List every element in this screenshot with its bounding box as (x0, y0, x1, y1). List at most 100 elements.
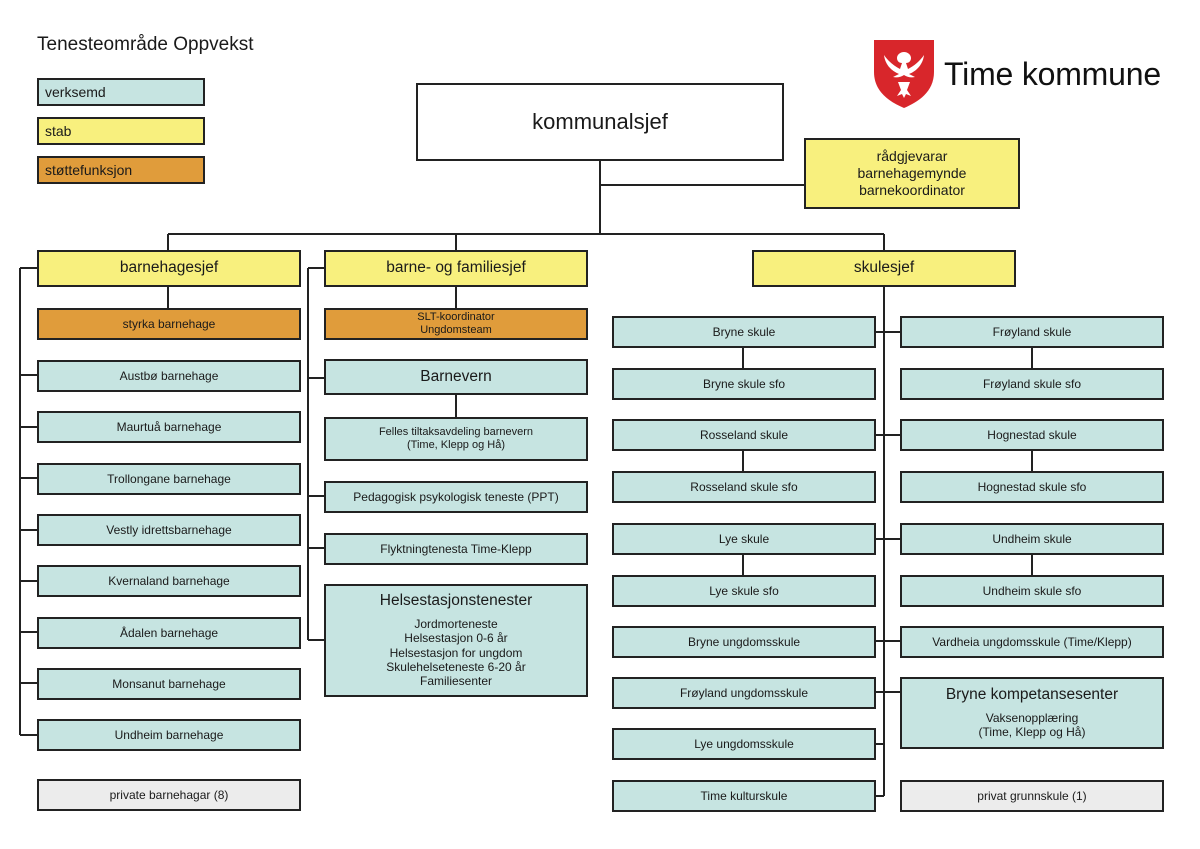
familiesjef-label: barne- og familiesjef (386, 259, 526, 277)
unit-label: Lye ungdomsskule (694, 736, 794, 751)
flyktning-label: Flyktningtenesta Time-Klepp (380, 541, 532, 556)
felles-line: Felles tiltaksavdeling barnevern (378, 425, 534, 438)
kindergarten-unit: Undheim barnehage (37, 719, 301, 751)
helsestasjon-item: Skulehelseteneste 6-20 år (386, 659, 526, 674)
school-unit: Undheim skule (900, 523, 1164, 555)
felles-line: (Time, Klepp og Hå) (406, 439, 506, 451)
unit-label: Lye skule sfo (709, 583, 779, 598)
school-unit: Frøyland ungdomsskule (612, 677, 876, 709)
barnevern-box: Barnevern (324, 359, 588, 395)
unit-label: Hognestad skule (987, 427, 1077, 442)
unit-label: Undheim barnehage (114, 727, 224, 742)
unit-label: Rosseland skule sfo (690, 479, 798, 494)
kindergarten-unit: Trollongane barnehage (37, 463, 301, 495)
school-unit: Frøyland skule (900, 316, 1164, 348)
unit-label: styrka barnehage (122, 316, 216, 331)
slt-box: SLT-koordinator Ungdomsteam (324, 308, 588, 340)
helsestasjon-item: Helsestasjon for ungdom (389, 645, 523, 660)
staff-line: barnehagemynde (857, 165, 967, 182)
barnehagesjef-box: barnehagesjef (37, 250, 301, 287)
kindergarten-unit: Monsanut barnehage (37, 668, 301, 700)
school-unit: Frøyland skule sfo (900, 368, 1164, 400)
school-unit: Lye ungdomsskule (612, 728, 876, 760)
school-unit: Bryne skule (612, 316, 876, 348)
kommunalsjef-label: kommunalsjef (532, 108, 668, 134)
kindergarten-unit: Ådalen barnehage (37, 617, 301, 649)
kompetansesenter-line: (Time, Klepp og Hå) (978, 725, 1086, 740)
brand: Time kommune (872, 38, 1161, 110)
unit-label: Undheim skule sfo (982, 583, 1082, 598)
school-unit: Rosseland skule (612, 419, 876, 451)
helsestasjon-item: Helsestasjon 0-6 år (404, 631, 508, 646)
unit-label: Vestly idrettsbarnehage (106, 522, 232, 537)
unit-label: Kvernaland barnehage (108, 573, 230, 588)
unit-label: Hognestad skule sfo (977, 479, 1087, 494)
helsestasjon-title: Helsestasjonstenester (379, 592, 533, 610)
staff-line: rådgjevarar (876, 148, 948, 165)
unit-label: Bryne ungdomsskule (687, 634, 801, 649)
helsestasjon-item: Familiesenter (419, 674, 493, 689)
helsestasjon-item: Jordmorteneste (414, 616, 498, 631)
barnehagesjef-label: barnehagesjef (119, 259, 219, 277)
staff-box: rådgjevarar barnehagemynde barnekoordina… (804, 138, 1020, 209)
unit-label: Frøyland ungdomsskule (679, 685, 809, 700)
slt-line: SLT-koordinator (417, 310, 495, 323)
unit-label: Bryne skule (712, 324, 776, 339)
unit-label: Lye skule (718, 531, 770, 546)
skulesjef-label: skulesjef (853, 259, 915, 277)
helsestasjon-box: Helsestasjonstenester Jordmorteneste Hel… (324, 584, 588, 697)
barnevern-label: Barnevern (420, 367, 492, 385)
legend-label: stab (45, 123, 72, 139)
kindergarten-unit: Kvernaland barnehage (37, 565, 301, 597)
unit-label: Frøyland skule (992, 324, 1072, 339)
private-school-box: privat grunnskule (1) (900, 780, 1164, 812)
unit-label: Monsanut barnehage (112, 676, 226, 691)
unit-label: Ådalen barnehage (119, 625, 219, 640)
school-unit: Vardheia ungdomsskule (Time/Klepp) (900, 626, 1164, 658)
ppt-box: Pedagogisk psykologisk teneste (PPT) (324, 481, 588, 513)
legend-item-stab: stab (37, 117, 205, 145)
unit-label: Maurtuå barnehage (116, 419, 222, 434)
flyktning-box: Flyktningtenesta Time-Klepp (324, 533, 588, 565)
slt-line: Ungdomsteam (420, 324, 492, 336)
school-unit: Bryne skule sfo (612, 368, 876, 400)
kompetansesenter-box: Bryne kompetansesenter Vaksenopplæring (… (900, 677, 1164, 749)
legend-item-stottefunksjon: støttefunksjon (37, 156, 205, 184)
styrka-barnehage-box: styrka barnehage (37, 308, 301, 340)
unit-label: Vardheia ungdomsskule (Time/Klepp) (932, 634, 1132, 649)
unit-label: Austbø barnehage (119, 368, 219, 383)
unit-label: Time kulturskule (700, 788, 788, 803)
unit-label: privat grunnskule (1) (977, 788, 1087, 803)
kindergarten-unit: Maurtuå barnehage (37, 411, 301, 443)
page-title: Tenesteområde Oppvekst (37, 34, 254, 55)
kompetansesenter-line: Vaksenopplæring (985, 710, 1079, 725)
legend-label: verksemd (45, 84, 106, 100)
skulesjef-box: skulesjef (752, 250, 1016, 287)
time-kommune-coat-of-arms-icon (874, 40, 934, 108)
kindergarten-unit: Vestly idrettsbarnehage (37, 514, 301, 546)
school-unit: Lye skule sfo (612, 575, 876, 607)
school-unit: Rosseland skule sfo (612, 471, 876, 503)
school-unit: Time kulturskule (612, 780, 876, 812)
unit-label: Trollongane barnehage (107, 471, 231, 486)
kindergarten-unit: Austbø barnehage (37, 360, 301, 392)
ppt-label: Pedagogisk psykologisk teneste (PPT) (353, 489, 559, 504)
staff-line: barnekoordinator (859, 181, 965, 198)
unit-label: Undheim skule (992, 531, 1072, 546)
unit-label: Bryne skule sfo (702, 376, 786, 391)
unit-label: Frøyland skule sfo (982, 376, 1082, 391)
legend-label: støttefunksjon (45, 162, 133, 178)
legend-item-verksemd: verksemd (37, 78, 205, 106)
kompetansesenter-title: Bryne kompetansesenter (945, 686, 1119, 704)
unit-label: Rosseland skule (699, 427, 789, 442)
felles-tiltak-box: Felles tiltaksavdeling barnevern (Time, … (324, 417, 588, 461)
familiesjef-box: barne- og familiesjef (324, 250, 588, 287)
brand-name: Time kommune (944, 55, 1161, 92)
kommunalsjef-box: kommunalsjef (416, 83, 784, 161)
school-unit: Hognestad skule (900, 419, 1164, 451)
school-unit: Bryne ungdomsskule (612, 626, 876, 658)
school-unit: Lye skule (612, 523, 876, 555)
school-unit: Hognestad skule sfo (900, 471, 1164, 503)
unit-label: private barnehagar (8) (109, 787, 229, 802)
